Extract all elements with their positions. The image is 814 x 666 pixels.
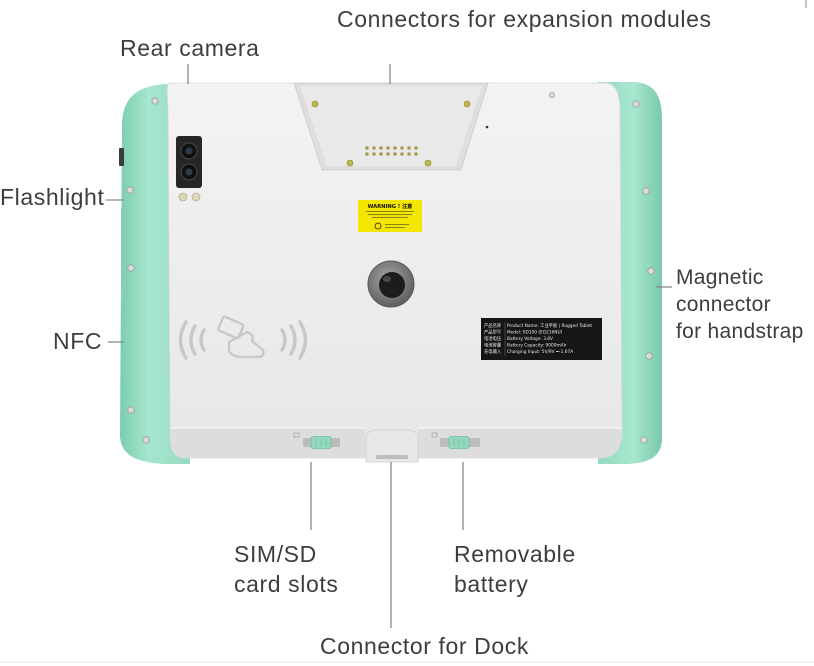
- hand-card-icon: [217, 315, 265, 359]
- flashlight: [178, 192, 201, 202]
- screw: [142, 436, 150, 444]
- screw: [647, 267, 655, 275]
- nfc-mini-icon: [374, 222, 382, 230]
- label-nfc: NFC: [53, 328, 103, 354]
- label-line: connector: [676, 293, 771, 316]
- label-flashlight: Flashlight: [0, 184, 105, 210]
- product-label: 产品名称 Product Name: 工业平板 | Rugged Tablet …: [481, 318, 602, 360]
- label-line: Magnetic: [676, 266, 764, 289]
- screws: [126, 92, 655, 444]
- screw: [642, 187, 650, 195]
- sim-sd-latch: [293, 432, 340, 449]
- screw: [126, 186, 134, 194]
- module-screws: [311, 100, 471, 167]
- nfc-area-graphic: [178, 315, 308, 360]
- battery-latch: [431, 432, 480, 449]
- screw: [640, 436, 648, 444]
- pogo-pins: [365, 146, 418, 156]
- label-expansion-connectors: Connectors for expansion modules: [337, 6, 712, 32]
- label-line: SIM/SD: [234, 541, 317, 567]
- product-label-en: Battery Voltage: 3.8V: [507, 336, 553, 342]
- product-label-en: Charging Input: 5V/9V ⎓ 1.67A: [507, 349, 573, 355]
- product-label-cn: 充电输入: [484, 348, 502, 355]
- warning-label-text: WARNING ! 注意: [368, 202, 413, 210]
- screw: [127, 406, 135, 414]
- label-removable-battery: Removable battery: [454, 539, 576, 599]
- screw: [151, 97, 159, 105]
- screw: [549, 92, 556, 99]
- screw: [632, 100, 640, 108]
- expansion-connector-area: [293, 82, 489, 171]
- microphone-hole: [485, 125, 489, 129]
- screw: [645, 352, 653, 360]
- label-dock-connector: Connector for Dock: [320, 633, 529, 659]
- magnetic-connector: [367, 260, 415, 308]
- product-label-cn: 电池容量: [484, 342, 502, 349]
- label-line: for handstrap: [676, 320, 804, 343]
- product-label-en: Product Name: 工业平板 | Rugged Tablet: [507, 322, 592, 329]
- product-label-cn: 电池电压: [484, 335, 502, 342]
- label-sim-sd-slots: SIM/SD card slots: [234, 539, 338, 599]
- label-magnetic-connector: Magnetic connector for handstrap: [676, 264, 804, 345]
- label-rear-camera: Rear camera: [120, 35, 260, 61]
- dock-connector: [365, 429, 419, 463]
- product-label-en: Model: SD100 (EG216NU): [507, 330, 563, 336]
- rear-camera: [176, 136, 202, 188]
- callout-lines: [106, 64, 672, 628]
- label-line: battery: [454, 571, 529, 597]
- warning-label: WARNING ! 注意: [358, 200, 422, 232]
- product-label-cn: 产品名称: [484, 322, 502, 329]
- left-bumper-recess: [121, 208, 128, 302]
- label-line: card slots: [234, 571, 339, 597]
- screw: [127, 264, 135, 272]
- label-line: Removable: [454, 541, 576, 567]
- product-label-en: Battery Capacity: 9000mAh: [507, 343, 567, 349]
- side-button: [119, 148, 124, 166]
- product-label-cn: 产品型号: [484, 329, 501, 336]
